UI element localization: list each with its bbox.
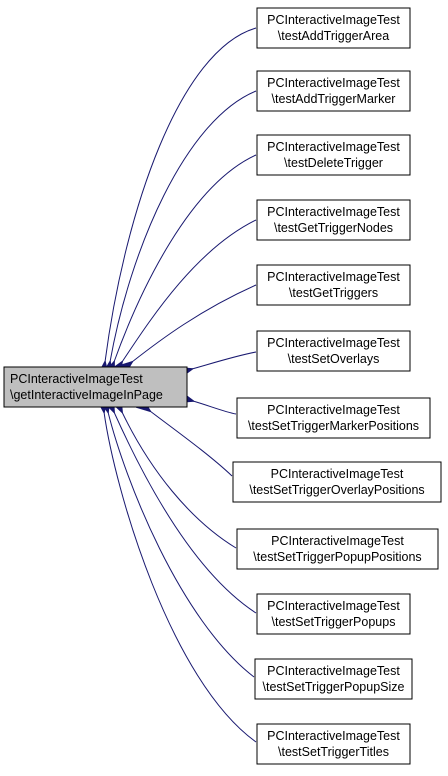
caller-node-method-label: \testAddTriggerArea — [278, 29, 389, 43]
caller-node-test-set-trigger-overlay-positions[interactable]: PCInteractiveImageTest \testSetTriggerOv… — [232, 461, 442, 503]
edge-1 — [105, 27, 257, 362]
caller-node-class-label: PCInteractiveImageTest — [267, 599, 400, 613]
edge-11 — [108, 412, 255, 678]
caller-node-class-label: PCInteractiveImageTest — [271, 467, 404, 481]
edges — [104, 27, 257, 743]
edge-5 — [132, 284, 257, 362]
caller-node-method-label: \testSetTriggerMarkerPositions — [248, 419, 419, 433]
caller-node-test-get-triggers[interactable]: PCInteractiveImageTest \testGetTriggers — [256, 264, 411, 306]
edge-12 — [104, 412, 257, 743]
caller-node-box — [256, 264, 411, 306]
caller-node-box — [256, 199, 411, 241]
caller-node-class-label: PCInteractiveImageTest — [267, 270, 400, 284]
caller-node-class-label: PCInteractiveImageTest — [267, 76, 400, 90]
caller-node-method-label: \testSetTriggerOverlayPositions — [249, 483, 424, 497]
caller-node-class-label: PCInteractiveImageTest — [267, 140, 400, 154]
caller-node-method-label: \testSetTriggerTitles — [278, 745, 389, 759]
caller-node-class-label: PCInteractiveImageTest — [267, 205, 400, 219]
edge-6 — [192, 351, 257, 369]
caller-node-test-set-trigger-popups[interactable]: PCInteractiveImageTest \testSetTriggerPo… — [256, 593, 411, 635]
caller-node-box — [236, 528, 439, 570]
caller-node-class-label: PCInteractiveImageTest — [267, 336, 400, 350]
caller-node-method-label: \testDeleteTrigger — [284, 156, 383, 170]
caller-node-class-label: PCInteractiveImageTest — [267, 664, 400, 678]
focus-node-box — [3, 366, 188, 408]
caller-node-box — [256, 593, 411, 635]
caller-node-method-label: \testGetTriggerNodes — [274, 221, 393, 235]
edge-3 — [114, 154, 257, 362]
caller-node-box — [256, 70, 411, 112]
focus-node-class-label: PCInteractiveImageTest — [10, 372, 143, 386]
caller-node-test-set-trigger-titles[interactable]: PCInteractiveImageTest \testSetTriggerTi… — [256, 723, 411, 765]
caller-node-test-set-trigger-marker-positions[interactable]: PCInteractiveImageTest \testSetTriggerMa… — [236, 397, 431, 439]
caller-node-test-set-trigger-popup-positions[interactable]: PCInteractiveImageTest \testSetTriggerPo… — [236, 528, 439, 570]
caller-node-class-label: PCInteractiveImageTest — [267, 729, 400, 743]
caller-node-method-label: \testAddTriggerMarker — [272, 92, 396, 106]
focus-node[interactable]: PCInteractiveImageTest \getInteractiveIm… — [3, 366, 188, 408]
caller-node-test-delete-trigger[interactable]: PCInteractiveImageTest \testDeleteTrigge… — [256, 134, 411, 176]
caller-node-method-label: \testGetTriggers — [289, 286, 378, 300]
edge-2 — [110, 90, 257, 362]
caller-node-test-set-trigger-popup-size[interactable]: PCInteractiveImageTest \testSetTriggerPo… — [254, 658, 413, 700]
edge-4 — [122, 219, 257, 362]
edge-10 — [114, 412, 257, 614]
caller-node-box — [256, 330, 411, 372]
edge-9 — [122, 412, 237, 549]
caller-node-method-label: \testSetTriggerPopupSize — [263, 680, 405, 694]
caller-node-box — [254, 658, 413, 700]
caller-node-method-label: \testSetOverlays — [288, 352, 380, 366]
caller-node-box — [256, 723, 411, 765]
caller-node-method-label: \testSetTriggerPopupPositions — [253, 550, 421, 564]
caller-node-class-label: PCInteractiveImageTest — [267, 403, 400, 417]
caller-node-test-set-overlays[interactable]: PCInteractiveImageTest \testSetOverlays — [256, 330, 411, 372]
caller-node-class-label: PCInteractiveImageTest — [271, 534, 404, 548]
caller-node-method-label: \testSetTriggerPopups — [272, 615, 396, 629]
caller-node-test-add-trigger-area[interactable]: PCInteractiveImageTest \testAddTriggerAr… — [256, 7, 411, 49]
focus-node-method-label: \getInteractiveImageInPage — [10, 388, 163, 402]
caller-node-box — [256, 7, 411, 49]
caller-node-box — [232, 461, 442, 503]
caller-node-test-add-trigger-marker[interactable]: PCInteractiveImageTest \testAddTriggerMa… — [256, 70, 411, 112]
caller-node-box — [236, 397, 431, 439]
caller-node-test-get-trigger-nodes[interactable]: PCInteractiveImageTest \testGetTriggerNo… — [256, 199, 411, 241]
edge-7 — [193, 401, 237, 415]
caller-node-class-label: PCInteractiveImageTest — [267, 13, 400, 27]
edge-8 — [150, 411, 233, 477]
caller-node-box — [256, 134, 411, 176]
